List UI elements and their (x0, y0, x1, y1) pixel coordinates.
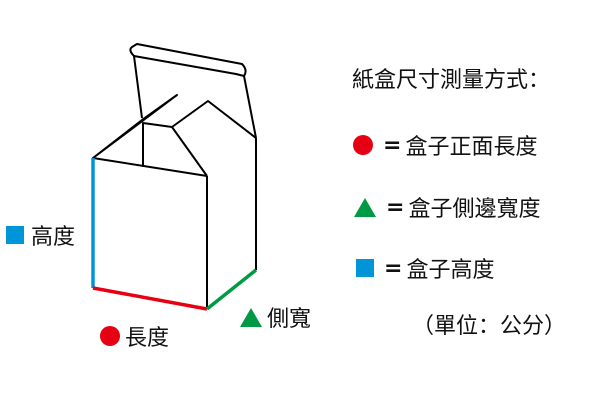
box-diamond-flap (171, 100, 257, 177)
green-triangle-icon (240, 307, 262, 327)
equals-sign: = (386, 194, 405, 220)
legend-label: 盒子側邊寬度 (408, 197, 541, 222)
equals-sign: = (384, 255, 403, 281)
legend-item-height: = 盒子高度 (356, 252, 494, 284)
red-circle-icon (353, 135, 373, 155)
legend-label: 盒子高度 (406, 258, 495, 283)
box-back-inner (142, 122, 173, 167)
legend-label: 盒子正面長度 (405, 135, 538, 160)
box-lid-crease (133, 55, 245, 77)
box-left-flap (92, 94, 178, 159)
legend-title: 紙盒尺寸測量方式： (352, 68, 551, 93)
height-label: 高度 (6, 219, 75, 251)
width-label-text: 側寬 (267, 307, 312, 332)
box-lid (129, 43, 257, 139)
length-label-text: 長度 (125, 326, 170, 351)
length-label: 長度 (100, 320, 169, 352)
green-triangle-icon (354, 197, 376, 217)
red-circle-icon (100, 326, 120, 346)
legend-item-width: = 盒子側邊寬度 (354, 191, 540, 223)
blue-square-icon (6, 226, 24, 244)
blue-square-icon (356, 259, 374, 277)
box-top-front-edge (92, 157, 208, 177)
width-label: 側寬 (240, 301, 311, 333)
height-label-text: 高度 (31, 225, 76, 250)
unit-note: （單位：公分） (412, 314, 567, 339)
legend-item-length: = 盒子正面長度 (353, 129, 537, 161)
equals-sign: = (383, 132, 402, 158)
length-edge (92, 286, 208, 311)
width-edge (205, 268, 258, 311)
